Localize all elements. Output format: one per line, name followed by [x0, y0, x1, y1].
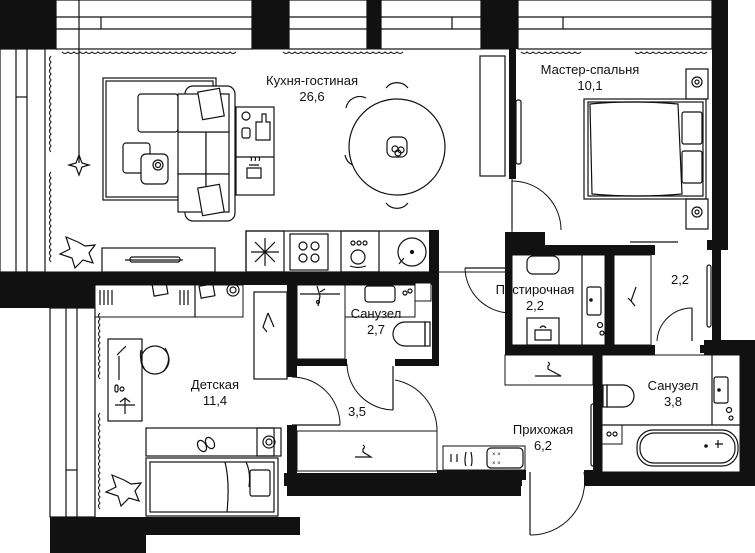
lamp-icon [66, 153, 92, 177]
wardrobe [253, 291, 288, 380]
room-label-kitchen-living: Кухня-гостиная 26,6 [266, 73, 358, 105]
room-area: 26,6 [299, 89, 325, 104]
toilet-icon [392, 321, 431, 347]
room-area: 2,2 [525, 298, 545, 313]
door-icon[interactable] [291, 376, 341, 426]
stove-icon [289, 233, 329, 271]
room-area: 10,1 [577, 78, 603, 93]
sofa-icon [137, 85, 236, 222]
hanger-icon [262, 312, 275, 333]
room-name: Мастер-спальня [540, 62, 640, 77]
room-area: 3,8 [663, 394, 683, 409]
sink-icon [586, 286, 602, 316]
room-name: Санузел [647, 378, 699, 393]
sink-icon [397, 237, 427, 267]
sink-icon [526, 255, 560, 275]
tv-stand-icon [101, 247, 216, 273]
door-icon[interactable] [346, 363, 394, 411]
dishwasher-icon [340, 230, 380, 273]
hanger-icon [355, 444, 374, 458]
door-icon[interactable] [464, 267, 511, 314]
room-area: 3,5 [347, 404, 367, 419]
room-label-bathroom-small: Санузел 2,7 [351, 306, 402, 338]
bathtub-icon [636, 429, 739, 467]
plant-icon [104, 473, 143, 508]
double-bed-icon [583, 98, 707, 200]
room-label-corridor: 3,5 [348, 404, 366, 420]
wardrobe [613, 254, 712, 346]
single-bed-icon [145, 427, 279, 517]
large-bathroom [601, 354, 741, 473]
desk-icon [107, 338, 143, 422]
room-name: Постирочная [495, 282, 575, 297]
office-chair-icon [139, 345, 170, 375]
mirror-icon [515, 99, 522, 165]
kitchen-counter [235, 106, 275, 196]
nightstand-icon [256, 427, 282, 457]
window-icon [55, 0, 713, 163]
curtain-icon [49, 51, 708, 510]
kids-room [94, 281, 288, 517]
small-bathroom [296, 284, 431, 360]
room-name: Кухня-гостиная [266, 73, 358, 88]
sink-icon [713, 376, 729, 404]
svg-text:× ×: × × [492, 452, 501, 458]
shoe-rack: × × × × [486, 447, 524, 469]
plant-icon [58, 235, 97, 270]
door-icon[interactable] [511, 180, 562, 231]
hallway-wardrobe [296, 430, 438, 472]
room-label-master-bedroom: Мастер-спальня 10,1 [541, 62, 640, 94]
room-label-laundry: Постирочная 2,2 [496, 282, 575, 314]
hallway: × × × × [442, 354, 596, 471]
hanger-icon [627, 286, 637, 307]
room-name: Прихожая [512, 422, 574, 437]
kitchen-appliances [245, 230, 432, 273]
svg-text:× ×: × × [492, 461, 501, 467]
toilet-icon [602, 384, 635, 408]
dining-table-icon [344, 82, 446, 209]
slippers-icon [450, 451, 473, 467]
room-label-hallway: Прихожая 6,2 [513, 422, 573, 454]
room-label-bathroom-large: Санузел 3,8 [648, 378, 699, 410]
nightstand-icon [685, 68, 709, 230]
laundry-room [511, 254, 606, 346]
room-label-kids-room: Детская 11,4 [191, 377, 239, 409]
room-area: 2,2 [670, 272, 690, 287]
room-area: 2,7 [366, 322, 386, 337]
room-area: 6,2 [533, 438, 553, 453]
room-name: Санузел [350, 306, 402, 321]
slippers-icon [196, 436, 216, 453]
armchair-icon [122, 142, 169, 185]
fridge-icon [245, 230, 285, 273]
hanger-icon [535, 361, 562, 377]
room-label-wardrobe: 2,2 [671, 272, 689, 288]
washing-machine-icon [526, 317, 560, 346]
room-area: 11,4 [202, 393, 228, 408]
entrance-door-icon[interactable] [529, 471, 586, 536]
room-name: Детская [190, 377, 240, 392]
cabinet-icon [479, 55, 506, 177]
door-icon[interactable] [394, 379, 438, 433]
